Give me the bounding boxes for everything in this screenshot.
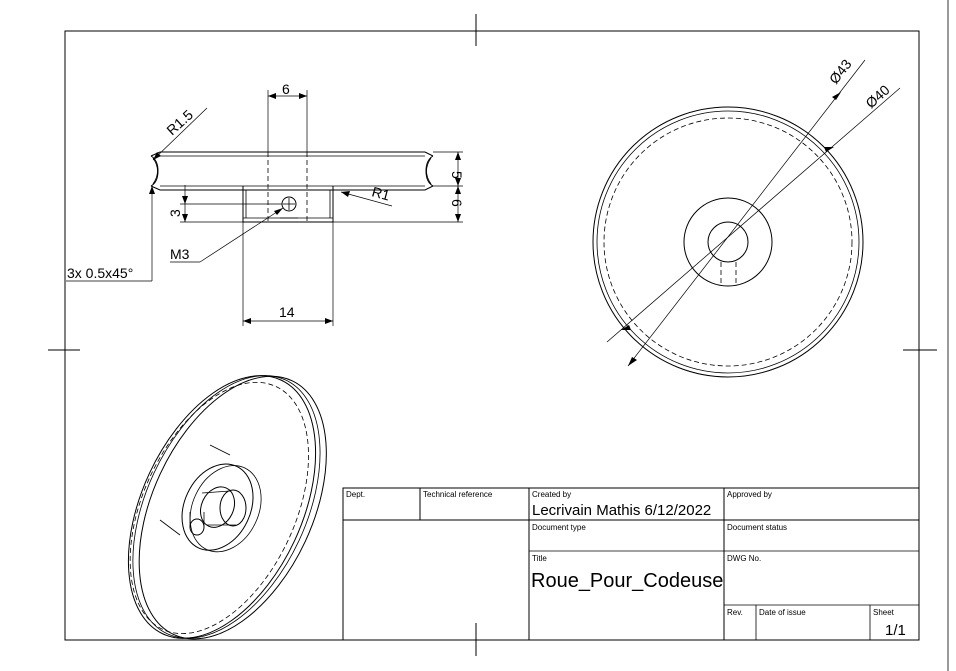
- title-label: Title: [532, 554, 547, 563]
- date-issue-label: Date of issue: [759, 608, 806, 617]
- dim-hub-width: 14: [279, 304, 295, 320]
- dim-height-hub: 6: [449, 199, 465, 207]
- sheet-value: 1/1: [885, 622, 906, 639]
- created-by-value: Lecrivain Mathis 6/12/2022: [532, 502, 711, 519]
- dim-width-top: 6: [282, 81, 290, 97]
- rev-label: Rev.: [727, 608, 743, 617]
- created-by-label: Created by: [532, 490, 571, 499]
- isometric-hole: [159, 444, 247, 536]
- dept-label: Dept.: [346, 490, 365, 499]
- sheet-label: Sheet: [873, 608, 895, 617]
- dim-diameter-outer: Ø43: [826, 56, 855, 87]
- section-view: [66, 90, 463, 326]
- dwg-no-label: DWG No.: [727, 554, 761, 563]
- dim-radius-fillet: R1: [370, 183, 392, 203]
- side-view: [592, 59, 901, 378]
- title-value: Roue_Pour_Codeuse: [531, 570, 723, 592]
- sheet-frame: [48, 0, 949, 671]
- dim-hole-offset: 3: [167, 209, 183, 217]
- dim-height-rim: 5: [449, 171, 465, 179]
- dim-chamfer: 3x 0.5x45°: [67, 265, 133, 281]
- tech-ref-label: Technical reference: [423, 490, 493, 499]
- doc-type-label: Document type: [532, 523, 586, 532]
- dim-diameter-inner: Ø40: [862, 81, 893, 111]
- approved-by-label: Approved by: [727, 490, 772, 499]
- title-block: [342, 487, 920, 641]
- dim-radius-groove: R1.5: [163, 106, 196, 138]
- dim-thread: M3: [170, 246, 190, 262]
- doc-status-label: Document status: [727, 523, 787, 532]
- isometric-view: [127, 375, 327, 640]
